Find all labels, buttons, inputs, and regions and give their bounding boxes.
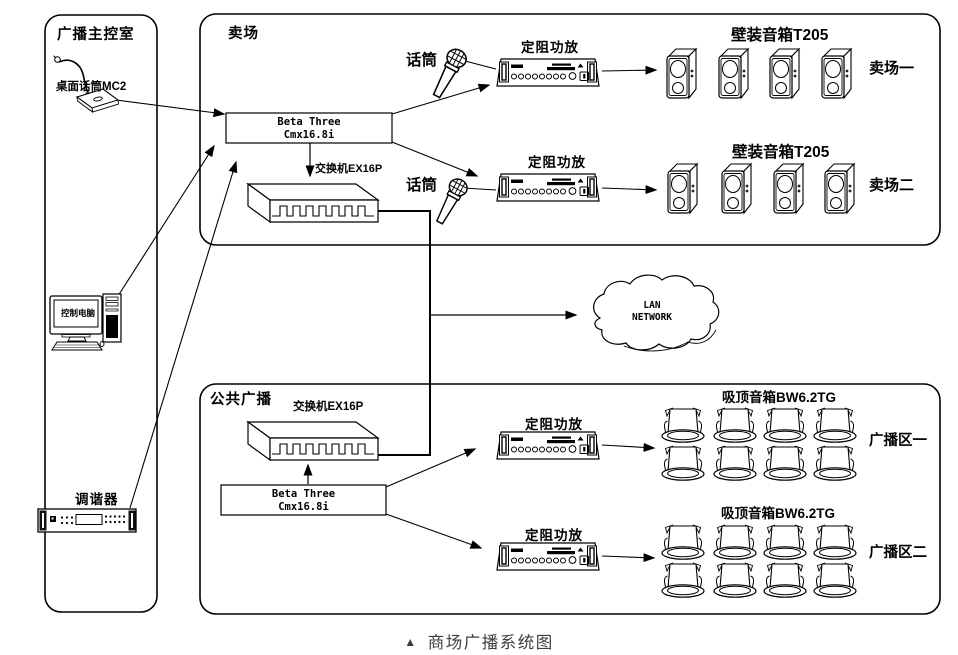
control-computer: [49, 293, 122, 351]
sales-area-title: 卖场: [228, 26, 259, 42]
processor2-to-amp4-line: [385, 513, 483, 549]
processor-box-2: [220, 484, 387, 516]
speakers2-title: 壁装音箱T205: [732, 144, 830, 161]
ceiling2-title: 吸顶音箱BW6.2TG: [721, 506, 836, 521]
ceiling1-title: 吸顶音箱BW6.2TG: [722, 390, 837, 405]
connection-lines: [115, 59, 658, 563]
computer-to-processor-line: [117, 144, 215, 297]
caption-triangle-icon: ▲: [404, 635, 418, 649]
amp-3: [496, 431, 600, 460]
amp-1: [496, 58, 600, 87]
zone1-label: 卖场一: [869, 60, 915, 77]
amp-2: [496, 173, 600, 202]
processor1-to-amp2-line: [391, 141, 479, 177]
tuner-to-processor-line: [129, 160, 238, 509]
diagram-caption: ▲ 商场广播系统图: [0, 629, 958, 653]
ceiling-speaker-group-2: [661, 524, 857, 598]
control-room-title: 广播主控室: [57, 27, 135, 43]
speakers1-title: 壁装音箱T205: [731, 27, 829, 44]
amp2-label: 定阻功放: [528, 155, 586, 170]
mic1-label: 话筒: [406, 52, 438, 69]
deskmic-to-processor-line: [115, 99, 226, 118]
wall-speaker-group-1: [666, 48, 852, 99]
handheld-mic-2: [430, 175, 471, 228]
mic1-to-amp1-line: [460, 59, 497, 70]
processor2-label: Beta Three Cmx16.8i: [221, 488, 386, 514]
mic2-to-amp2-line: [462, 187, 497, 191]
network-switch-2: [247, 421, 379, 461]
tuner-label: 调谐器: [75, 492, 119, 507]
processor1-line1: Beta Three: [277, 116, 341, 128]
processor1-to-amp1-line: [391, 83, 491, 115]
amp1-to-speakers-line: [601, 65, 658, 75]
control-room-panel: [44, 14, 158, 613]
switch-to-switch-line: [378, 210, 431, 456]
amp2-to-speakers-line: [601, 185, 658, 195]
processor-box-1: [225, 112, 393, 144]
lan-cloud: [593, 274, 720, 352]
ceiling-speaker-group-1: [661, 407, 857, 481]
amp4-label: 定阻功放: [525, 528, 583, 543]
mic2-label: 话筒: [406, 177, 438, 194]
public-area-title: 公共广播: [210, 392, 272, 408]
wall-speaker-group-2: [667, 163, 855, 214]
zone2-label: 卖场二: [869, 177, 915, 194]
lan-line2: NETWORK: [631, 312, 673, 323]
zone4-label: 广播区二: [869, 545, 927, 561]
zone3-label: 广播区一: [869, 433, 927, 449]
amp3-to-speakers-line: [601, 442, 656, 452]
lan-line1: LAN: [643, 300, 661, 311]
amp1-label: 定阻功放: [521, 40, 579, 55]
public-area-panel: [199, 383, 941, 615]
caption-text: 商场广播系统图: [427, 634, 554, 652]
desk-mic-label: 桌面话筒MC2: [56, 81, 127, 93]
processor1-label: Beta Three Cmx16.8i: [226, 116, 392, 142]
desk-mic: [53, 55, 120, 113]
switch1-label: 交换机EX16P: [315, 163, 383, 175]
amp4-to-speakers-line: [601, 553, 656, 563]
processor2-to-amp3-line: [385, 448, 477, 488]
processor2-line1: Beta Three: [271, 488, 336, 500]
amp-4: [496, 542, 600, 571]
network-switch-1: [247, 183, 379, 223]
processor2-line2: Cmx16.8i: [278, 501, 329, 513]
tuner-device: [37, 508, 137, 533]
lan-cloud-label: LAN NETWORK: [610, 300, 694, 324]
switch2-label: 交换机EX16P: [293, 401, 364, 413]
computer-label: 控制电脑: [61, 308, 96, 318]
amp3-label: 定阻功放: [525, 417, 583, 432]
processor1-line2: Cmx16.8i: [283, 129, 335, 141]
sales-area-panel: [199, 13, 941, 246]
